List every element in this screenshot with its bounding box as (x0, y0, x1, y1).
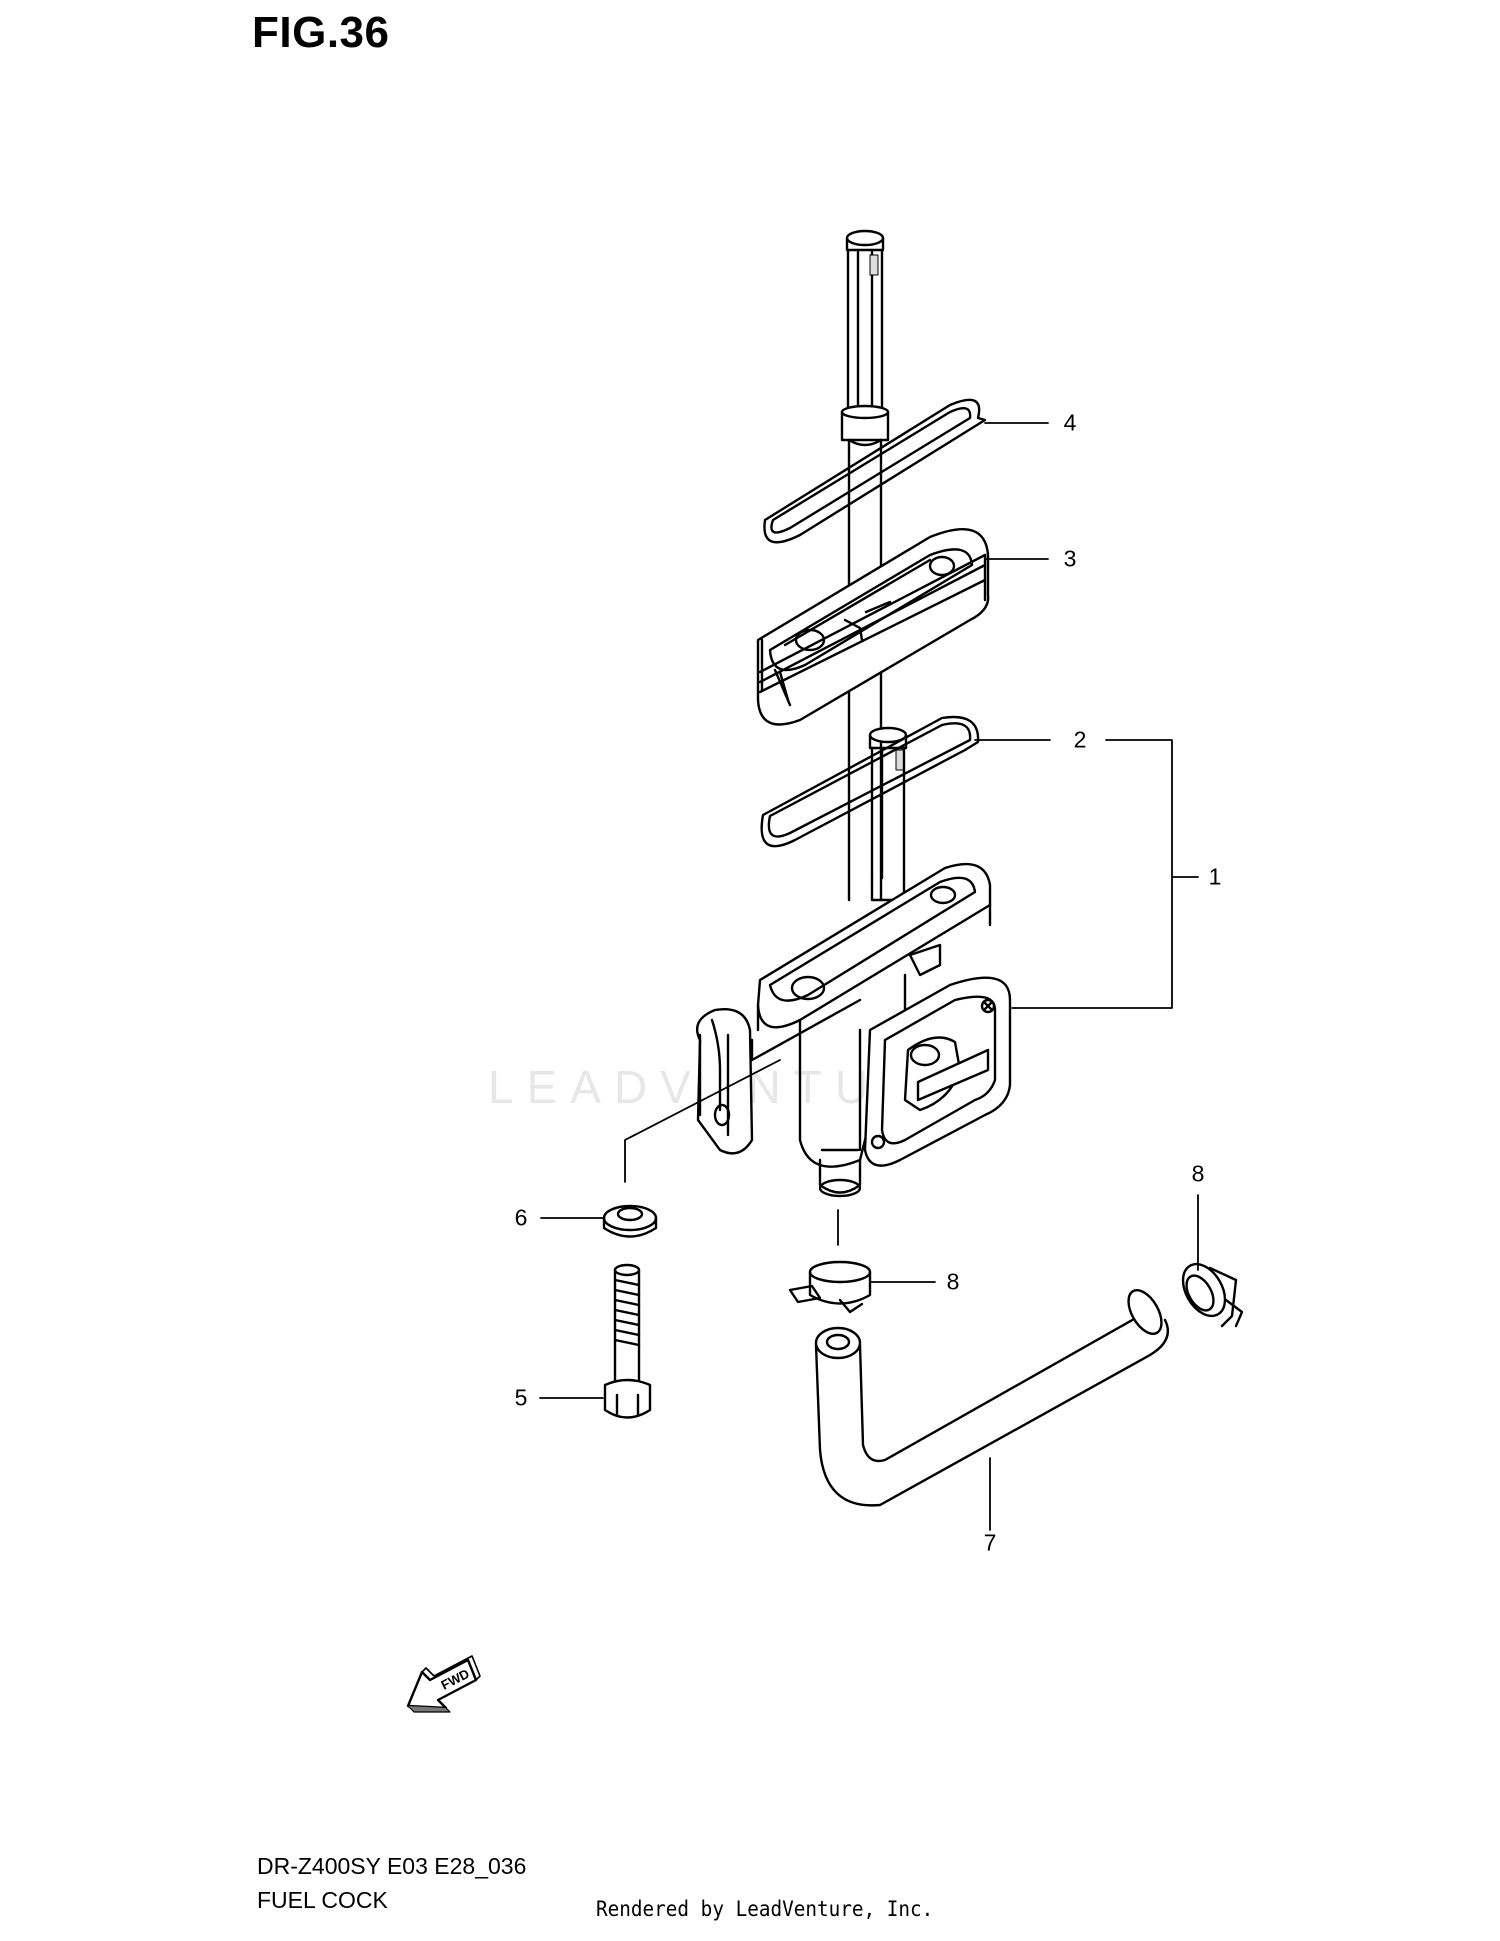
model-code: DR-Z400SY E03 E28_036 (257, 1853, 527, 1879)
fuel-hose (814, 1289, 1170, 1507)
forward-direction-arrow: FWD (406, 1655, 481, 1713)
figure-title: FIG.36 (252, 8, 390, 57)
filter-pipe-long (840, 229, 890, 902)
o-ring-upper (763, 398, 987, 544)
callout-8-left: 8 (946, 1268, 960, 1295)
washer (602, 1204, 658, 1238)
o-ring-lower (760, 715, 980, 848)
callout-8-right: 8 (1191, 1160, 1205, 1187)
hose-clamp-right (1181, 1262, 1244, 1328)
callout-4: 4 (1063, 409, 1077, 436)
callout-5: 5 (514, 1384, 528, 1411)
callout-1: 1 (1208, 863, 1222, 890)
bolt (603, 1263, 652, 1419)
hose-clamp-left (788, 1260, 872, 1314)
filter-pipe-short (868, 726, 908, 902)
callout-3: 3 (1063, 545, 1077, 572)
section-name: FUEL COCK (257, 1887, 388, 1913)
leader-lines (539, 422, 1199, 1531)
render-credit: Rendered by LeadVenture, Inc. (596, 1897, 934, 1921)
callout-7: 7 (983, 1529, 997, 1556)
callout-2: 2 (1073, 726, 1087, 753)
filter-cap (756, 528, 990, 726)
callout-6: 6 (514, 1204, 528, 1231)
fuel-cock-body (695, 862, 1012, 1198)
